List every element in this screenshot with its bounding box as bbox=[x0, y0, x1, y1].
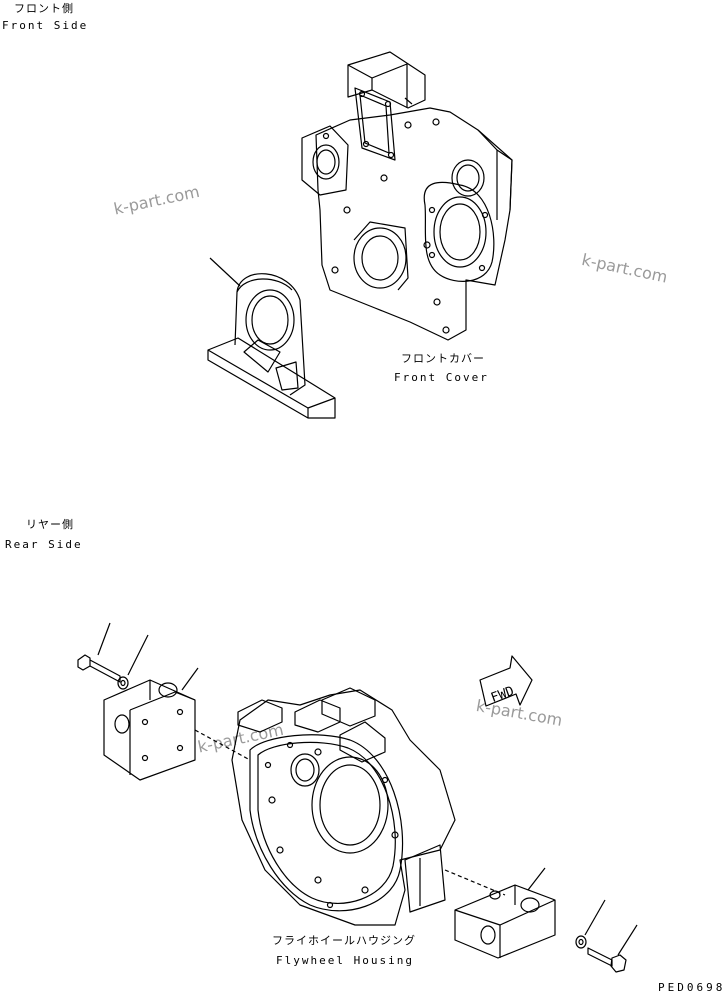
rear-right-bolt bbox=[588, 925, 637, 972]
fwd-arrow-icon: FWD bbox=[480, 656, 532, 706]
front-side-label-jp: フロント側 bbox=[14, 2, 74, 15]
front-cover-label-jp: フロントカバー bbox=[401, 352, 485, 365]
front-cover-label-en: Front Cover bbox=[394, 371, 489, 384]
flywheel-housing-label-jp: フライホイールハウジング bbox=[272, 934, 416, 947]
rear-right-washer bbox=[576, 900, 605, 948]
rear-left-washer bbox=[118, 635, 148, 689]
rear-side-label-en: Rear Side bbox=[5, 538, 83, 551]
rear-left-bolt bbox=[78, 623, 120, 682]
rear-right-bracket bbox=[455, 868, 555, 958]
flywheel-housing-label-en: Flywheel Housing bbox=[276, 954, 414, 967]
front-support-part bbox=[208, 258, 335, 418]
front-side-label-en: Front Side bbox=[2, 19, 89, 32]
figure-code: PED0698 bbox=[658, 981, 726, 994]
rear-side-label-jp: リヤー側 bbox=[26, 518, 74, 531]
front-cover-part bbox=[302, 52, 512, 340]
fwd-arrow-label: FWD bbox=[489, 684, 516, 706]
flywheel-housing-part bbox=[232, 688, 505, 925]
rear-left-bracket bbox=[104, 668, 250, 780]
